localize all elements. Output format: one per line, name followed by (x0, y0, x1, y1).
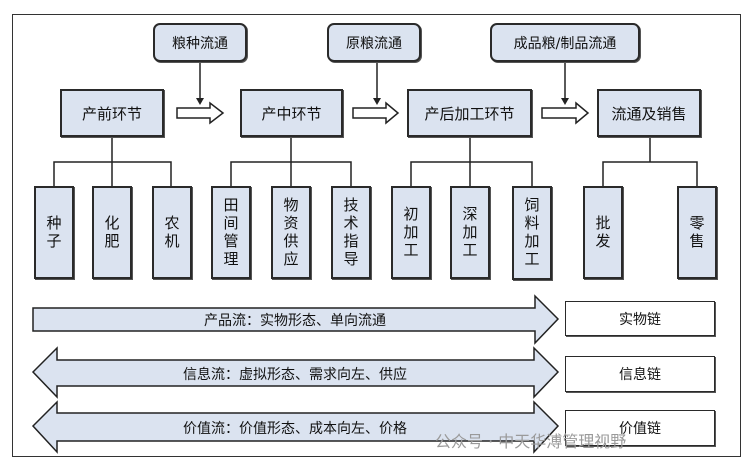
sub-item: 初加工 (391, 186, 431, 279)
stage-production: 产中环节 (240, 89, 343, 137)
sub-item: 深加工 (450, 186, 490, 279)
hollow-arrow-1 (176, 101, 225, 125)
stage-distribution-sales: 流通及销售 (597, 89, 701, 137)
hollow-arrow-2 (352, 101, 400, 125)
top-flow-grain-seed: 粮种流通 (153, 23, 247, 62)
top-flow-raw-grain: 原粮流通 (327, 23, 421, 62)
info-flow-label: 信息流：虚拟形态、需求向左、供应 (183, 367, 407, 383)
tree-stage-1 (53, 137, 172, 186)
physical-chain-box: 实物链 (565, 301, 715, 336)
diagram-frame (12, 14, 741, 457)
sub-item: 技术指导 (331, 186, 371, 279)
tree-stage-4 (602, 137, 698, 186)
sub-item: 饲料加工 (512, 186, 552, 280)
product-flow-label: 产品流：实物形态、单向流通 (204, 313, 386, 329)
sub-item: 化肥 (92, 186, 132, 279)
value-flow-label: 价值流：价值形态、成本向左、价格 (183, 421, 407, 437)
stage-post-processing: 产后加工环节 (407, 89, 532, 137)
sub-item: 农机 (152, 186, 192, 279)
top-flow-finished-goods: 成品粮/制品流通 (490, 23, 640, 62)
sub-item: 种子 (34, 186, 74, 279)
info-chain-box: 信息链 (565, 356, 715, 392)
value-chain-box: 价值链 (565, 410, 715, 446)
tree-stage-3 (410, 137, 533, 186)
watermark: 公众号 · 中天华溥管理视野 (435, 432, 627, 451)
sub-item: 批发 (583, 186, 623, 279)
product-flow-arrow (32, 294, 560, 345)
hollow-arrow-3 (541, 101, 590, 125)
sub-item: 零售 (677, 186, 717, 279)
tree-stage-2 (230, 137, 352, 186)
sub-item: 田间管理 (211, 186, 251, 279)
info-flow-arrow (31, 346, 560, 399)
sub-item: 物资供应 (271, 186, 311, 279)
value-flow-arrow (31, 400, 560, 454)
stage-pre-production: 产前环节 (60, 89, 164, 137)
